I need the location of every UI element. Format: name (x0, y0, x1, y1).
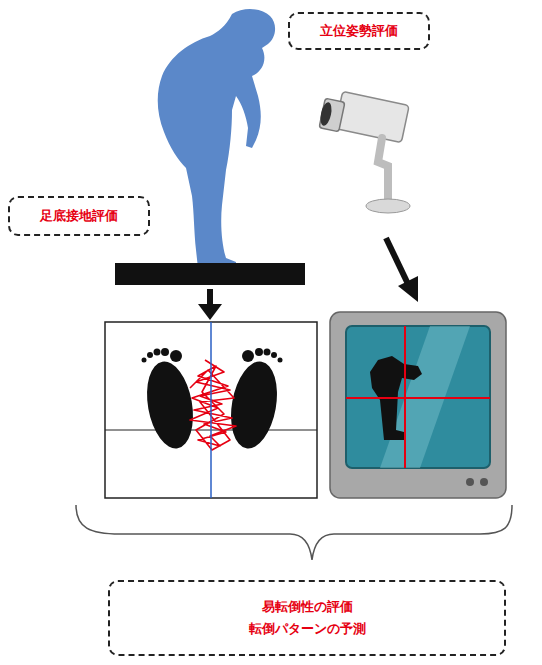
camera (319, 91, 410, 213)
box-label: 立位姿勢評価 (320, 20, 398, 42)
dashed-box: 易転倒性の評価 転倒パターンの予測 (108, 580, 506, 656)
arrow (198, 238, 418, 320)
brace (76, 505, 512, 560)
force-plate (115, 263, 305, 285)
dashed-box: 足底接地評価 (8, 196, 150, 236)
box-label: 易転倒性の評価 転倒パターンの予測 (237, 596, 377, 640)
dashed-box: 立位姿勢評価 (288, 12, 430, 50)
person-silhouette (158, 9, 275, 268)
monitor (330, 312, 506, 498)
footprint-panel (105, 322, 317, 498)
box-label: 足底接地評価 (40, 205, 118, 227)
